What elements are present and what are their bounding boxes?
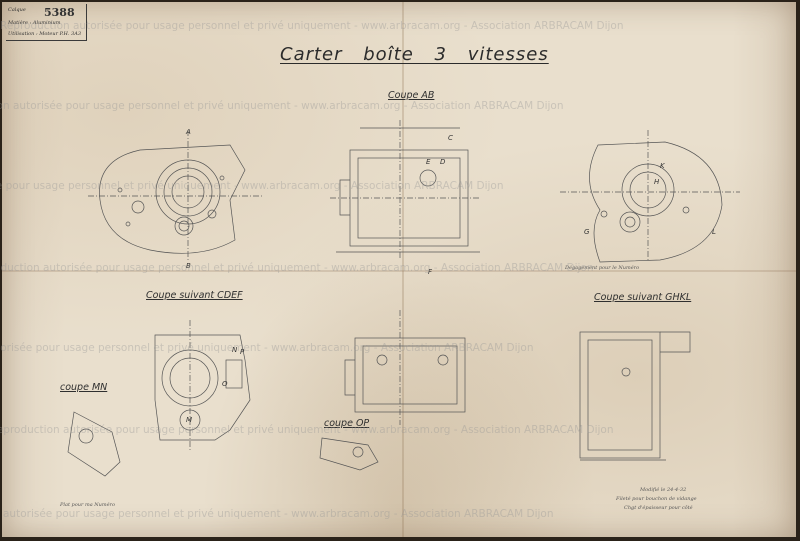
section-letter-p: P [240, 348, 245, 356]
section-letter-n: N [232, 346, 238, 354]
section-letter-c: C [448, 134, 453, 142]
note-thickness-change: Chgt d'épaisseur pour côté [624, 505, 693, 511]
section-letter-k: K [660, 162, 666, 170]
drawing-number: 5388 [44, 6, 75, 19]
section-letter-f: F [428, 268, 433, 276]
section-letter-l: L [712, 228, 716, 236]
note-drain-plug: Fileté pour bouchon de vidange [616, 496, 697, 502]
section-letter-e: E [426, 158, 431, 166]
note-clearance: Dégagement pour le Numéro [565, 265, 640, 271]
fold-crease-vertical [402, 2, 404, 537]
housing-view-ab-left [88, 130, 262, 262]
section-ghkl-box [579, 331, 691, 461]
stamp-usage: Utilisation : Moteur P.H. 3A3 [8, 31, 82, 37]
section-letter-m: M [186, 416, 192, 424]
label-coupe-cdef: Coupe suivant CDEF [146, 290, 243, 301]
label-coupe-op: coupe OP [324, 418, 370, 429]
section-cdef [154, 320, 251, 450]
section-op [319, 437, 379, 471]
note-modified: Modifié le 24-4-32 [640, 487, 687, 493]
section-letter-g: G [584, 228, 590, 236]
stamp-material: Matière : Aluminium [8, 20, 61, 26]
section-letter-o: O [222, 380, 228, 388]
section-letter-h: H [654, 178, 660, 186]
housing-view-ghkl-right [560, 130, 740, 263]
label-coupe-ghkl: Coupe suivant GHKL [594, 292, 692, 303]
section-ab-center [330, 120, 480, 260]
label-coupe-mn: coupe MN [60, 382, 108, 393]
title-block: Calque 5388 Matière : Aluminium Utilisat… [6, 4, 87, 41]
section-mn [67, 411, 121, 477]
note-bottom-left: Plat pour ma Numéro [60, 502, 115, 508]
stamp-label: Calque [8, 7, 26, 13]
section-letter-a: A [185, 128, 191, 136]
fold-crease-horizontal [2, 270, 796, 272]
label-coupe-ab: Coupe AB [388, 90, 435, 101]
section-letter-b: B [186, 262, 191, 270]
section-lower-center [344, 310, 466, 425]
section-letter-d: D [440, 158, 446, 166]
drawing-title: Carter boîte 3 vitesses [280, 44, 549, 65]
